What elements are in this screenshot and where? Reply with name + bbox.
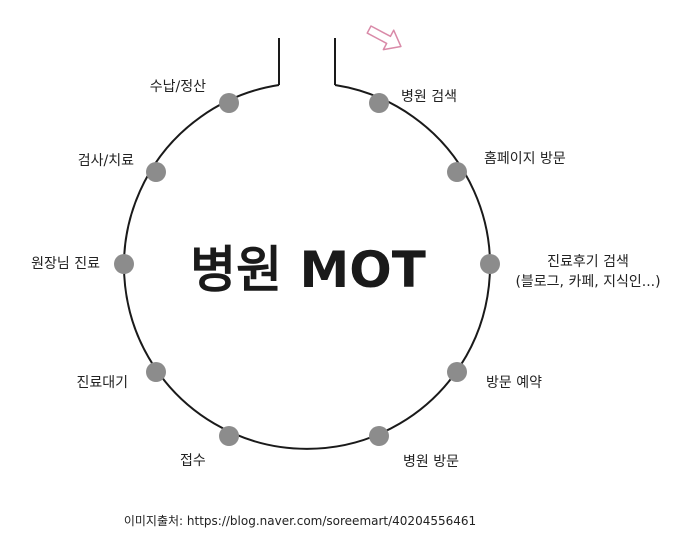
node-waiting	[146, 362, 166, 382]
node-exam-treatment	[146, 162, 166, 182]
direction-arrow-icon	[366, 25, 402, 51]
label-reception: 접수	[180, 453, 206, 469]
label-review-search: 진료후기 검색 (블로그, 카페, 지식인...)	[515, 252, 660, 292]
node-visit-reservation	[447, 362, 467, 382]
node-homepage-visit	[447, 162, 467, 182]
touchpoint-nodes	[114, 93, 500, 446]
node-hospital-search	[369, 93, 389, 113]
label-review-search-sub: (블로그, 카페, 지식인...)	[515, 274, 661, 290]
node-reception	[219, 426, 239, 446]
label-visit-reservation: 방문 예약	[486, 375, 542, 391]
label-exam-treatment: 검사/치료	[77, 153, 134, 169]
label-homepage-visit: 홈페이지 방문	[484, 151, 566, 167]
node-hospital-visit	[369, 426, 389, 446]
label-waiting: 진료대기	[76, 375, 128, 391]
node-review-search	[480, 254, 500, 274]
node-doctor-consult	[114, 254, 134, 274]
diagram-title: 병원 MOT	[190, 241, 426, 299]
node-payment	[219, 93, 239, 113]
cycle-circle	[123, 84, 491, 450]
label-hospital-visit: 병원 방문	[403, 454, 459, 470]
image-source-caption: 이미지출처: https://blog.naver.com/soreemart/…	[123, 514, 477, 528]
label-hospital-search: 병원 검색	[401, 89, 457, 105]
label-doctor-consult: 원장님 진료	[31, 256, 100, 272]
label-review-search-main: 진료후기 검색	[547, 254, 629, 270]
label-payment: 수납/정산	[149, 79, 206, 95]
